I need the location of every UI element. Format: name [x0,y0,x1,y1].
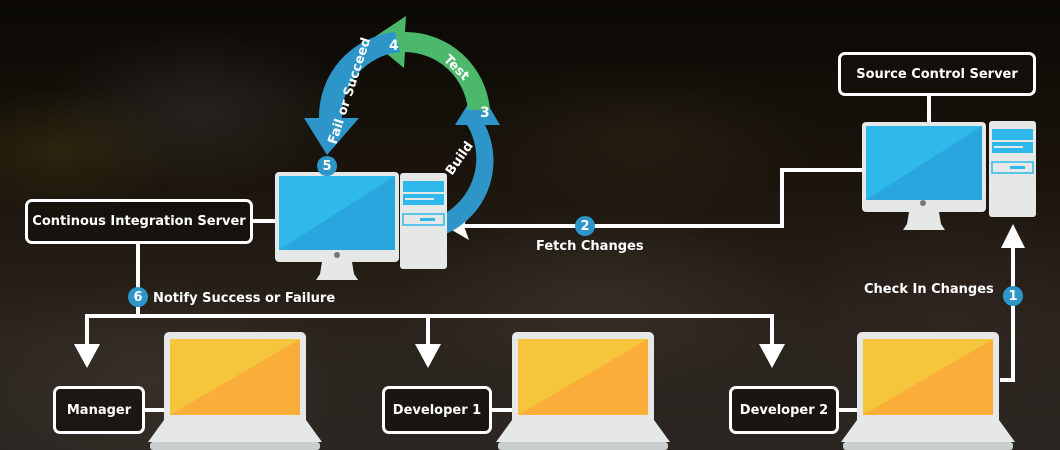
dev2-arrow-icon [759,344,785,368]
manager-arrow-icon [74,344,100,368]
ci-server-label: Continous Integration Server [25,199,253,244]
developer2-label: Developer 2 [729,386,839,434]
cycle-number-3: 3 [480,105,490,121]
developer2-laptop-icon [841,332,1015,450]
source-desktop-computer-icon [862,122,986,230]
developer1-laptop-icon [496,332,670,450]
check-in-changes-label: Check In Changes [864,282,994,297]
developer1-label: Developer 1 [382,386,492,434]
build-arrow-icon [418,88,500,240]
cycle-number-4: 4 [389,38,399,54]
step-badge-2: 2 [575,216,595,236]
cycle-badge-5: 5 [317,156,337,176]
test-arrow-icon [370,16,490,110]
check-in-line [1000,246,1015,382]
fetch-changes-label: Fetch Changes [536,239,644,254]
ci-desktop-computer-icon [275,172,399,280]
manager-label: Manager [53,386,145,434]
source-control-server-label: Source Control Server [838,52,1036,96]
fail-succeed-arrow-icon [304,32,400,155]
ci-server-tower-icon [400,173,447,269]
check-in-arrow-icon [1001,224,1025,248]
source-server-tower-icon [989,121,1036,217]
step-badge-1: 1 [1003,286,1023,306]
cycle-label-build: Build [443,139,477,178]
manager-laptop-icon [148,332,322,450]
fetch-changes-line [462,168,866,228]
notify-label: Notify Success or Failure [153,291,336,306]
step-badge-6: 6 [128,287,148,307]
dev1-arrow-icon [415,344,441,368]
